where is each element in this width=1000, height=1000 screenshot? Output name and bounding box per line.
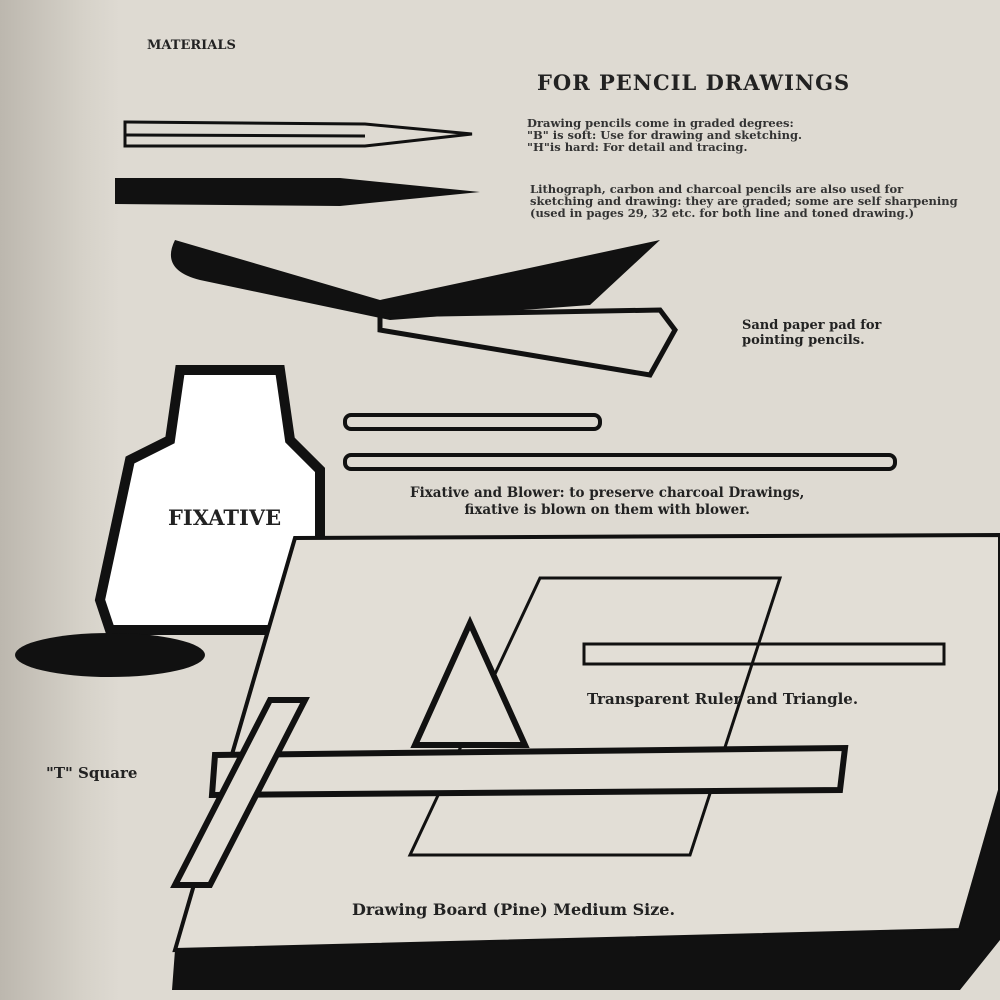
drawing-board-illustration: [170, 532, 1000, 990]
pencil-illustration: [123, 120, 473, 148]
section-header: MATERIALS: [147, 38, 236, 53]
fixative-caption: Fixative and Blower: to preserve charcoa…: [410, 485, 804, 519]
text-line: "B" is soft: Use for drawing and sketchi…: [527, 128, 803, 142]
text-line: Fixative and Blower: to preserve charcoa…: [410, 485, 805, 501]
ruler-caption: Transparent Ruler and Triangle.: [587, 690, 859, 708]
page-title: FOR PENCIL DRAWINGS: [537, 70, 851, 95]
self-sharpening-pencil-illustration: [115, 178, 480, 206]
tsquare-caption: "T" Square: [46, 764, 138, 782]
fixative-bottle-illustration: [15, 365, 325, 677]
book-spine: [0, 0, 120, 1000]
text-line: Drawing pencils come in graded degrees:: [527, 116, 794, 130]
board-caption: Drawing Board (Pine) Medium Size.: [352, 900, 676, 919]
sandpaper-pad-illustration: [170, 240, 678, 378]
pencils-description: Drawing pencils come in graded degrees: …: [527, 117, 802, 153]
bottle-label: FIXATIVE: [168, 505, 282, 530]
blower-illustration: [343, 413, 897, 471]
text-line: Sand paper pad for: [742, 318, 882, 333]
text-line: pointing pencils.: [742, 333, 865, 348]
text-line: fixative is blown on them with blower.: [464, 502, 750, 518]
text-line: "H"is hard: For detail and tracing.: [527, 140, 748, 154]
special-pencils-description: Lithograph, carbon and charcoal pencils …: [530, 182, 958, 220]
sandpaper-caption: Sand paper pad for pointing pencils.: [742, 318, 881, 348]
